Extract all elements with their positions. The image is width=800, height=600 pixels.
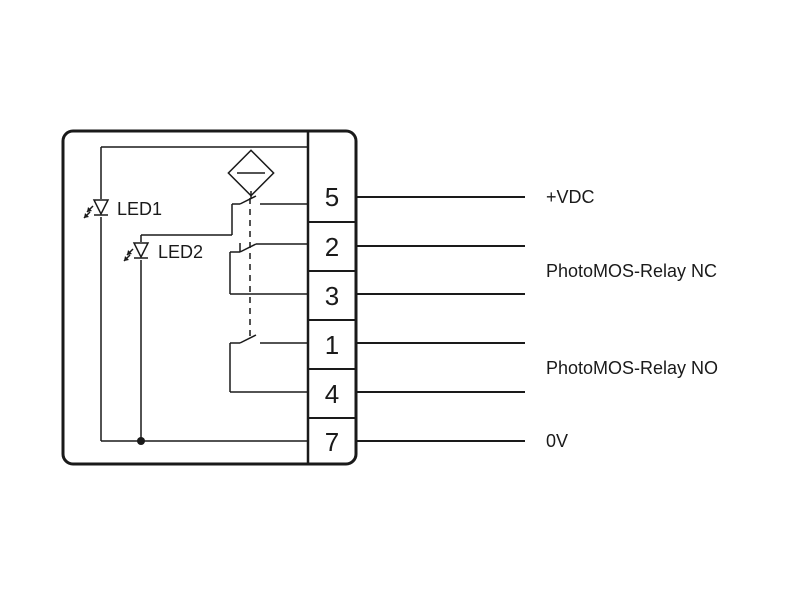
led1-label: LED1 — [117, 199, 162, 219]
terminal-number: 7 — [325, 427, 339, 457]
junction-dot — [137, 437, 145, 445]
output-wires — [356, 196, 525, 442]
terminal-number: 5 — [325, 182, 339, 212]
terminal-number: 4 — [325, 379, 339, 409]
sensor-housing — [61, 129, 358, 466]
terminal-number: 2 — [325, 232, 339, 262]
led2-icon — [123, 242, 150, 262]
led2-label: LED2 — [158, 242, 203, 262]
output-label-relay-no: PhotoMOS-Relay NO — [546, 358, 718, 378]
terminal-separators — [308, 221, 356, 419]
led-wiring — [100, 146, 308, 445]
led1-icon — [83, 199, 110, 219]
terminal-number: 1 — [325, 330, 339, 360]
sensor-icon — [227, 149, 275, 198]
output-label-relay-nc: PhotoMOS-Relay NC — [546, 261, 717, 281]
output-label-0v: 0V — [546, 431, 568, 451]
terminal-number: 3 — [325, 281, 339, 311]
switch-contacts — [229, 195, 308, 393]
output-label-vdc: +VDC — [546, 187, 595, 207]
